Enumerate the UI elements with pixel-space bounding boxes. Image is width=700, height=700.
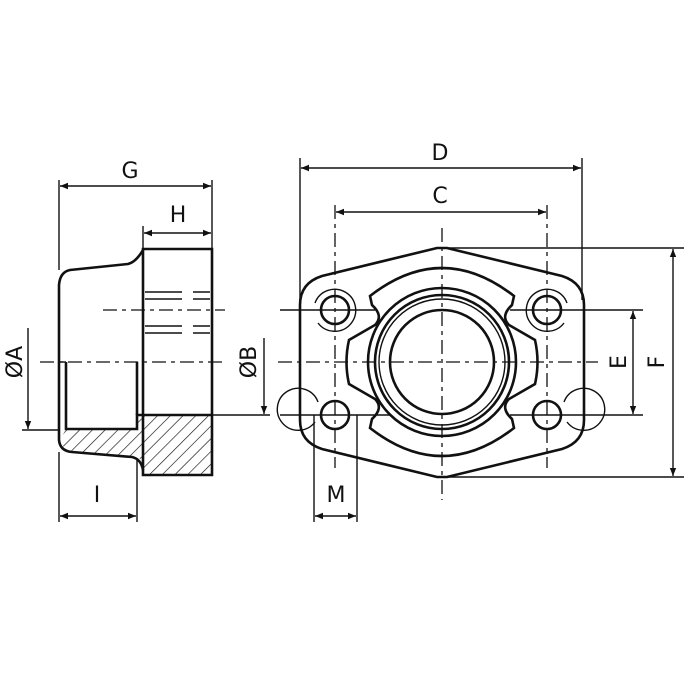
dim-label-i: I xyxy=(94,483,101,508)
dim-label-g: G xyxy=(121,159,138,184)
front-view: D C E F M xyxy=(276,141,684,522)
dim-label-b: ØB xyxy=(237,346,262,378)
thread-lines xyxy=(145,291,210,334)
section-hatch-neck xyxy=(60,429,137,457)
dim-label-c: C xyxy=(432,184,447,209)
side-view: G H ØA ØB I xyxy=(3,159,270,522)
section-hatch-hub xyxy=(137,415,212,475)
dim-label-d: D xyxy=(432,141,449,166)
dim-label-m: M xyxy=(327,483,346,508)
dim-label-f: F xyxy=(645,356,670,369)
dim-label-h: H xyxy=(170,203,187,228)
dim-label-e: E xyxy=(607,355,632,369)
dim-label-a: ØA xyxy=(3,346,28,378)
